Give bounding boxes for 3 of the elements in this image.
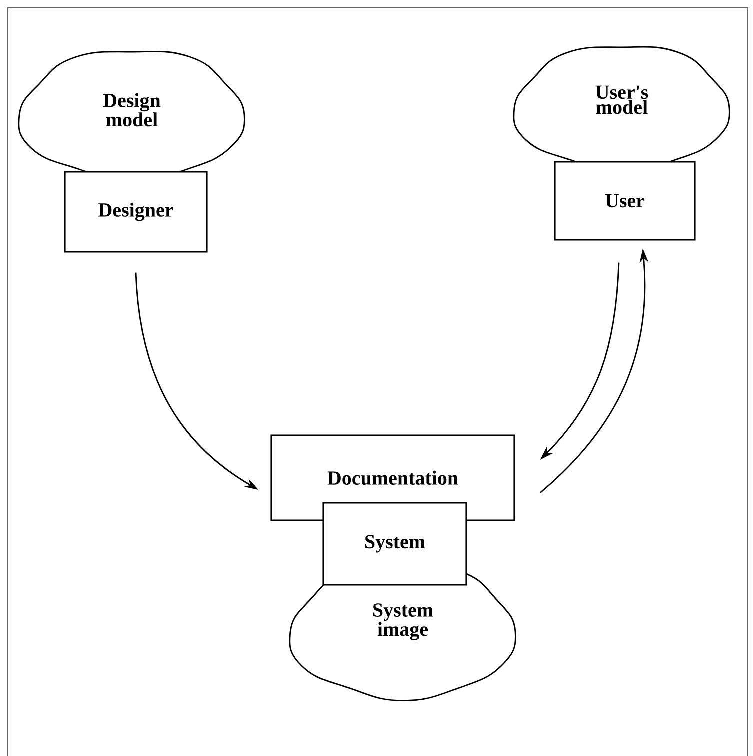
labeled-box: User <box>554 161 696 241</box>
labeled-box: System <box>322 502 468 586</box>
labeled-box: Designer <box>64 171 208 253</box>
